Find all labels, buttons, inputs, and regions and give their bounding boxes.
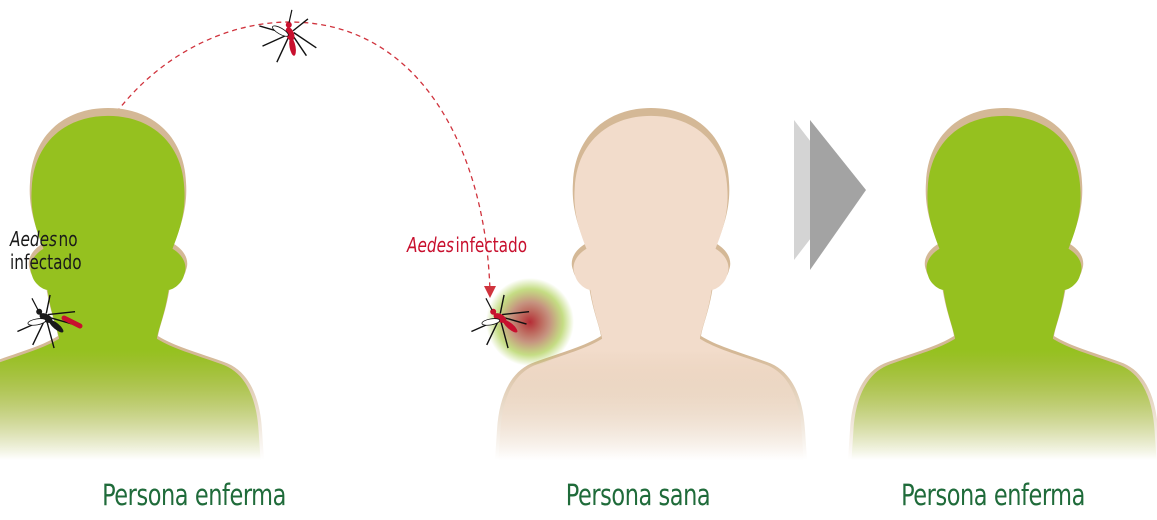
label-infected-mosquito: Aedes infectado	[407, 234, 527, 257]
label-uninfected-genus: Aedes	[10, 227, 57, 251]
label-infected-genus: Aedes	[407, 233, 454, 257]
progression-arrow-icon	[794, 120, 866, 270]
figure-sick-left	[0, 108, 264, 460]
label-infected-rest: infectado	[456, 233, 528, 257]
caption-middle: Persona sana	[566, 478, 710, 512]
caption-right: Persona enferma	[901, 478, 1085, 512]
mosquito-flying-icon	[254, 6, 319, 69]
label-uninfected-line2: infectado	[10, 251, 82, 274]
figure-sick-right	[848, 108, 1157, 460]
figure-healthy-middle	[486, 108, 807, 460]
caption-left: Persona enferma	[102, 478, 286, 512]
label-uninfected-mosquito: Aedes no infectado	[10, 228, 82, 274]
label-uninfected-no: no	[59, 227, 78, 251]
